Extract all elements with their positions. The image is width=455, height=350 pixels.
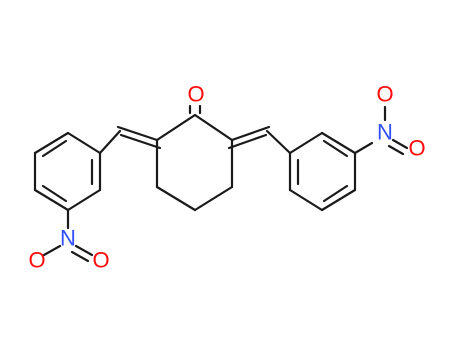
ring-left-b4	[33, 188, 70, 212]
ketone-oxygen-label: O	[187, 82, 204, 107]
ring-right-b1	[288, 131, 324, 155]
benzylidene-right	[227, 125, 292, 155]
ring-right-d2	[322, 184, 349, 203]
bond-right-n-o-b2	[387, 144, 405, 156]
bond-exo-left-b	[119, 133, 162, 150]
bond-c1-c2	[193, 113, 234, 142]
bond-left-n-o-b1	[74, 244, 94, 257]
cyclohexanone-ring	[155, 104, 234, 212]
ring-right-d1	[322, 139, 349, 158]
bond-exo-left-a	[116, 125, 159, 142]
bond-right-c-n	[353, 141, 374, 155]
ring-right-b4	[320, 188, 357, 212]
left-oxygen-a-label: O	[28, 248, 45, 273]
ring-left-b5	[66, 188, 102, 212]
benzylidene-left	[98, 125, 162, 155]
bond-exo-right-a	[230, 125, 271, 142]
left-oxygen-b-label: O	[92, 248, 109, 273]
ring-left-b2	[33, 131, 70, 155]
left-nitrogen-label: N	[60, 226, 76, 251]
ring-right-b5	[288, 188, 324, 212]
right-nitrogen-label: N	[377, 120, 393, 145]
bond-c4-c5	[155, 185, 197, 212]
ring-left-b1	[66, 131, 102, 155]
right-benzene-ring	[288, 131, 374, 212]
bond-exo-right-b	[227, 133, 268, 150]
ring-left-d2	[41, 184, 68, 203]
bond-left-n-o-b2	[70, 250, 90, 263]
right-oxygen-b-label: O	[408, 136, 425, 161]
left-nitro-bonds	[42, 244, 94, 263]
right-nitro-bonds	[383, 105, 409, 156]
bond-right-vinyl-aryl	[265, 129, 292, 155]
ring-left-d1	[41, 139, 68, 158]
left-benzene-ring	[33, 131, 102, 230]
right-oxygen-a-label: O	[376, 82, 393, 107]
ring-right-b2	[320, 131, 357, 155]
bond-c3-c4	[193, 185, 234, 212]
bond-left-vinyl-aryl	[98, 129, 122, 155]
atom-labels: O N O O N O O	[28, 82, 425, 273]
bond-left-n-o-a	[42, 244, 62, 257]
bond-right-n-o-b1	[391, 138, 409, 150]
bond-c6-c1	[155, 113, 197, 142]
